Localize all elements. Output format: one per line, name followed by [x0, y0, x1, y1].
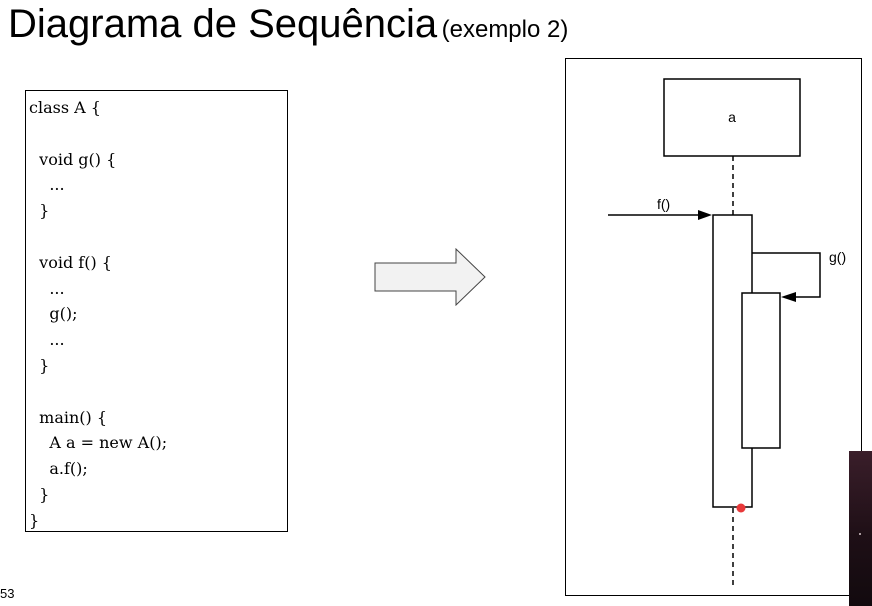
message-f-label: f()	[657, 196, 670, 212]
overlay-speck	[859, 533, 861, 535]
activation-g	[741, 292, 781, 449]
object-box	[663, 78, 801, 157]
code-line: main() {	[29, 407, 108, 427]
code-text: class A { void g() { ... } void f() { ..…	[29, 95, 167, 534]
slide-title: Diagrama de Sequência (exemplo 2)	[8, 2, 568, 47]
code-line: }	[29, 355, 50, 375]
activation-end-marker	[736, 503, 746, 513]
code-line: }	[29, 510, 40, 530]
code-line: g();	[29, 304, 78, 324]
code-line: }	[29, 484, 50, 504]
code-line: }	[29, 201, 50, 221]
code-line: ...	[29, 278, 65, 298]
object-label: a	[728, 109, 736, 125]
message-g-path	[752, 252, 821, 298]
code-line: void f() {	[29, 252, 112, 272]
page-number: 53	[0, 586, 15, 601]
code-listing: class A { void g() { ... } void f() { ..…	[25, 90, 288, 532]
message-g-arrowhead	[781, 292, 796, 302]
webcam-overlay	[849, 451, 872, 606]
code-line	[29, 121, 167, 147]
code-line: class A {	[29, 98, 101, 117]
code-line: ...	[29, 330, 65, 350]
right-arrow-icon	[374, 248, 486, 306]
code-line: A a = new A();	[29, 433, 168, 453]
title-text: Diagrama de Sequência	[8, 2, 438, 46]
code-line	[29, 379, 167, 405]
sequence-diagram: a f() g()	[565, 58, 862, 596]
message-g-label: g()	[829, 249, 846, 265]
code-line: ...	[29, 175, 65, 195]
code-line: a.f();	[29, 459, 88, 479]
code-line	[29, 224, 167, 250]
title-subtitle: (exemplo 2)	[441, 16, 569, 43]
code-line: void g() {	[29, 149, 117, 169]
message-f-arrowhead	[698, 210, 712, 220]
arrow-shape	[374, 248, 486, 306]
